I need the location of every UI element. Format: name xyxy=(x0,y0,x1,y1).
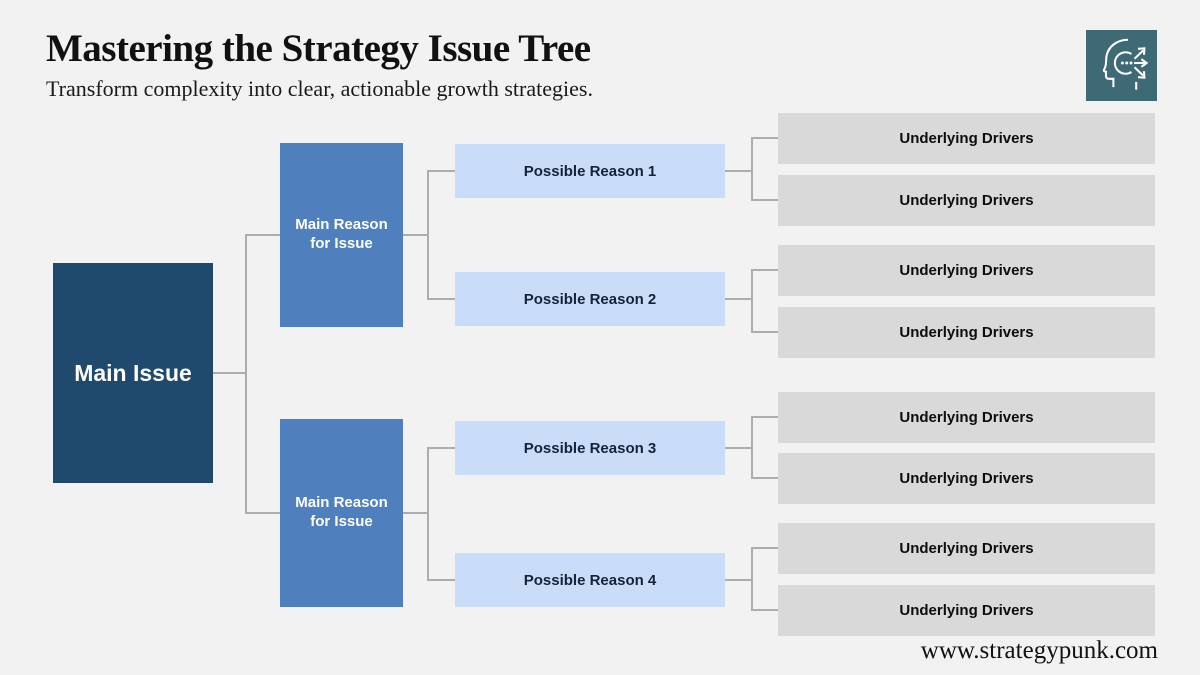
connector-line xyxy=(751,547,778,549)
connector-line xyxy=(725,579,753,581)
connector-line xyxy=(751,477,778,479)
connector-line xyxy=(403,512,429,514)
strategypunk-logo xyxy=(1086,30,1157,101)
possible-reason-node-1: Possible Reason 1 xyxy=(455,144,725,198)
page-title: Mastering the Strategy Issue Tree xyxy=(46,27,591,70)
underlying-driver-node-2: Underlying Drivers xyxy=(778,175,1155,226)
website-url: www.strategypunk.com xyxy=(920,637,1158,664)
connector-line xyxy=(751,331,778,333)
page-subtitle: Transform complexity into clear, actiona… xyxy=(46,76,593,101)
connector-line xyxy=(427,447,455,449)
connector-line xyxy=(751,547,753,611)
connector-line xyxy=(725,447,753,449)
connector-line xyxy=(245,234,247,514)
underlying-driver-node-1: Underlying Drivers xyxy=(778,113,1155,164)
connector-line xyxy=(246,234,280,236)
connector-line xyxy=(213,372,247,374)
underlying-driver-node-6: Underlying Drivers xyxy=(778,453,1155,504)
possible-reason-node-2: Possible Reason 2 xyxy=(455,272,725,326)
underlying-driver-node-5: Underlying Drivers xyxy=(778,392,1155,443)
main-issue-node: Main Issue xyxy=(53,263,213,483)
connector-line xyxy=(751,137,778,139)
possible-reason-node-4: Possible Reason 4 xyxy=(455,553,725,607)
underlying-driver-node-7: Underlying Drivers xyxy=(778,523,1155,574)
connector-line xyxy=(427,170,429,300)
underlying-driver-node-3: Underlying Drivers xyxy=(778,245,1155,296)
connector-line xyxy=(427,447,429,581)
connector-line xyxy=(751,416,778,418)
connector-line xyxy=(427,298,455,300)
underlying-driver-node-4: Underlying Drivers xyxy=(778,307,1155,358)
main-reason-node-1: Main Reason for Issue xyxy=(280,143,403,327)
connector-line xyxy=(427,579,455,581)
connector-line xyxy=(751,137,753,201)
connector-line xyxy=(403,234,429,236)
underlying-driver-node-8: Underlying Drivers xyxy=(778,585,1155,636)
connector-line xyxy=(751,416,753,479)
possible-reason-node-3: Possible Reason 3 xyxy=(455,421,725,475)
connector-line xyxy=(751,269,753,333)
connector-line xyxy=(751,269,778,271)
connector-line xyxy=(751,609,778,611)
main-reason-node-2: Main Reason for Issue xyxy=(280,419,403,607)
connector-line xyxy=(725,170,753,172)
connector-line xyxy=(751,199,778,201)
connector-line xyxy=(725,298,753,300)
head-with-branching-arrows-icon xyxy=(1091,32,1153,99)
connector-line xyxy=(427,170,455,172)
connector-line xyxy=(246,512,280,514)
